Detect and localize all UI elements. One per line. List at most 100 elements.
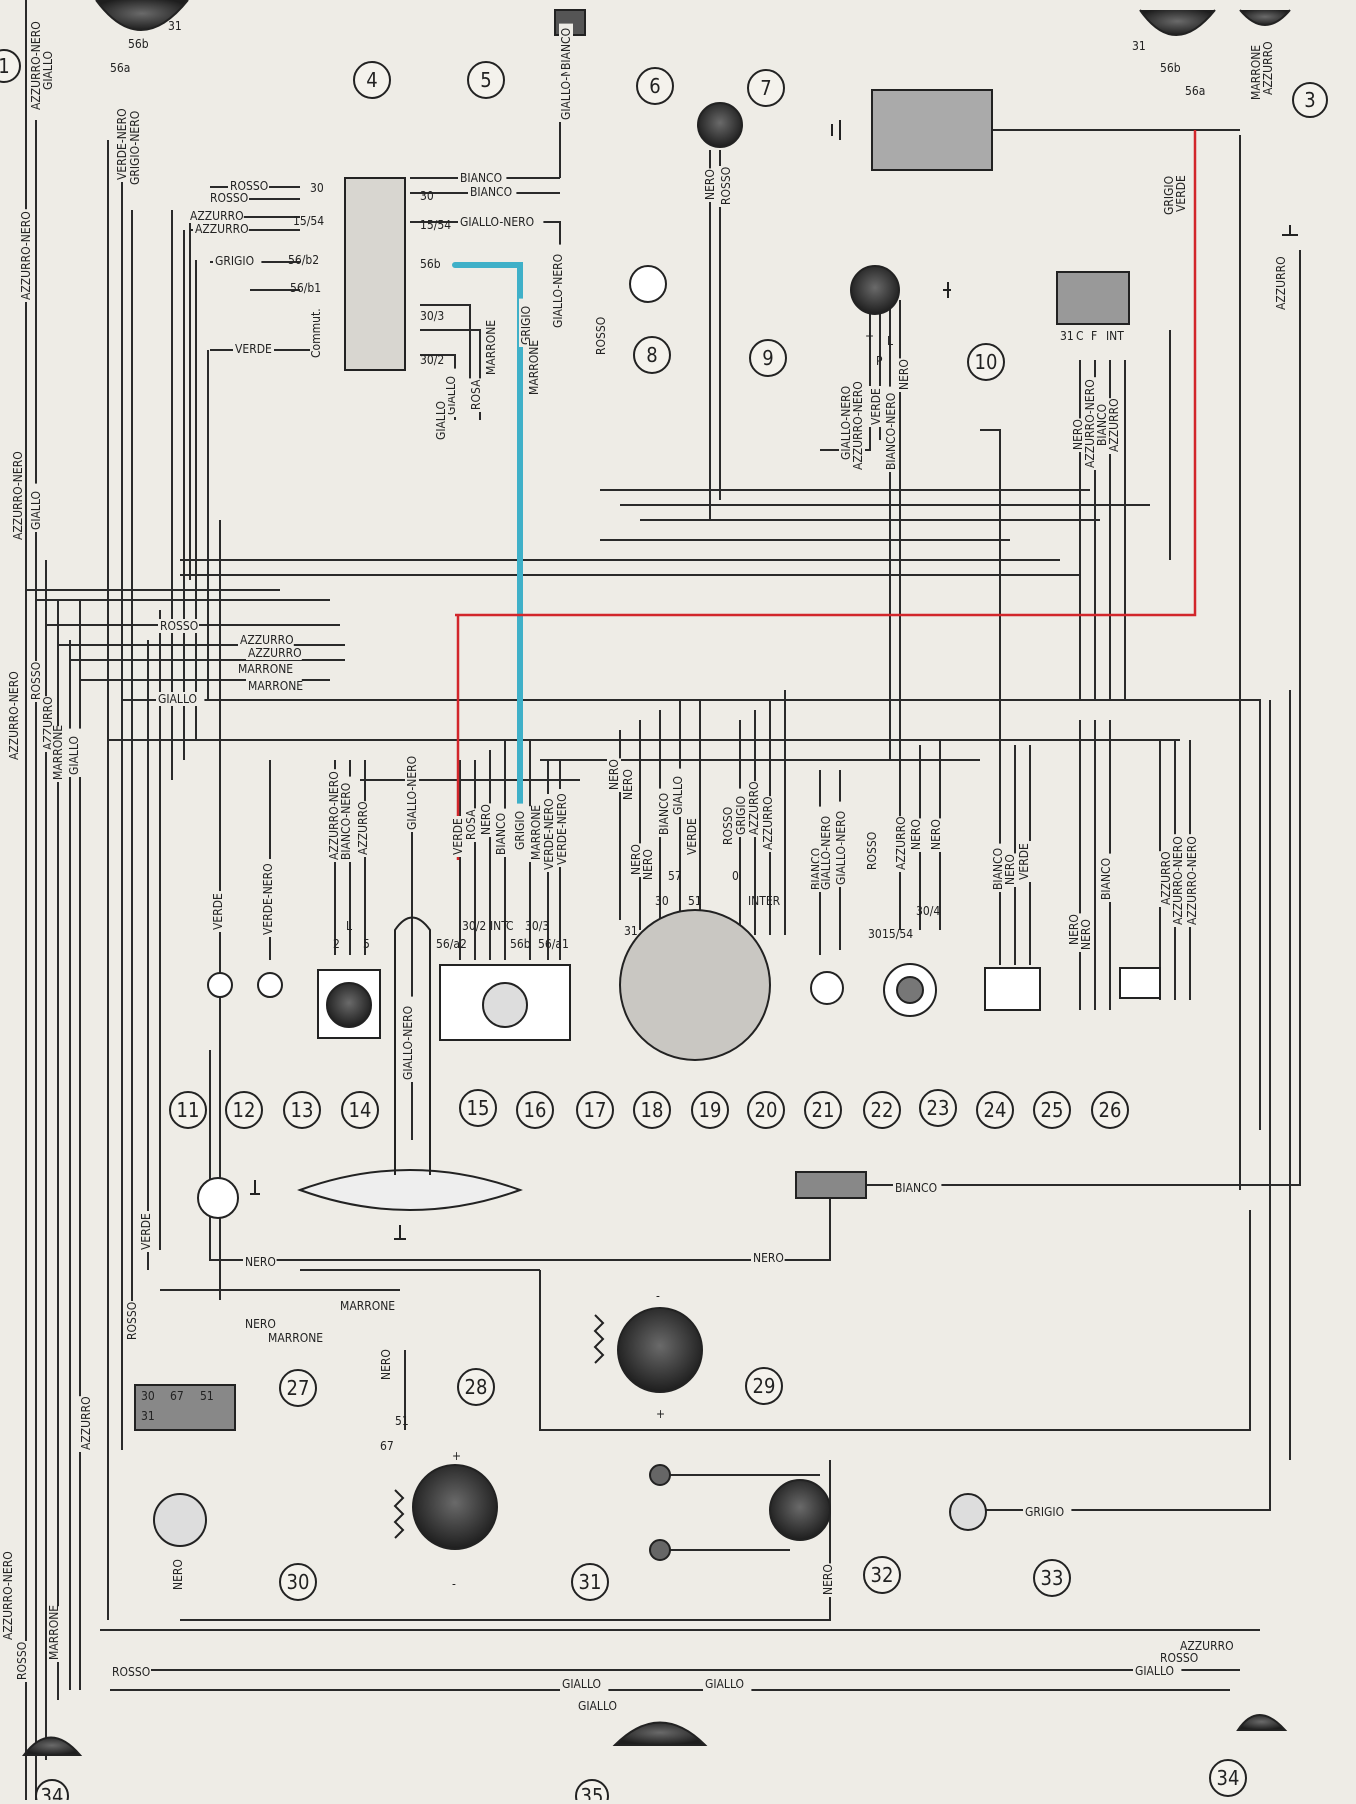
wire-label-bg xyxy=(1158,1651,1199,1665)
wire-label-bg xyxy=(1174,173,1188,214)
wire-label-bg xyxy=(1107,398,1121,454)
wire-label: NERO xyxy=(243,1317,277,1331)
wire-label-text: VERDE xyxy=(211,893,225,930)
callout-c31: 31 xyxy=(571,1563,609,1601)
wire-label-bg xyxy=(29,483,43,532)
wire-label-text: AZZURRO xyxy=(1107,398,1121,452)
callout-circle xyxy=(976,1091,1014,1129)
callout-circle xyxy=(571,1563,609,1601)
wire-label: GRIGIO xyxy=(519,298,533,347)
wire-label-text: GRIGIO xyxy=(519,306,533,345)
callout-number: 34 xyxy=(1217,1766,1240,1790)
wire-label: GIALLO-NERO xyxy=(839,376,853,462)
wire-label-bg xyxy=(747,781,761,837)
callout-c18: 18 xyxy=(633,1091,671,1129)
callout-circle xyxy=(169,1091,207,1129)
wire-label-bg xyxy=(527,341,541,397)
wire-label-text: BIANCO xyxy=(991,848,1005,890)
wire-label-text: ROSSO xyxy=(594,317,608,355)
wire-label-bg xyxy=(211,891,225,932)
wire-label: VERDE-NERO xyxy=(115,104,129,182)
wire-label: GIALLO xyxy=(703,1677,752,1691)
callout-circle xyxy=(341,1091,379,1129)
wire-label-text: AZZURRO-NERO xyxy=(851,381,865,470)
wire-label-text: ROSSO xyxy=(210,191,248,205)
wire-label: GIALLO xyxy=(434,393,448,442)
wire-label: MARRONE xyxy=(51,725,65,782)
wire-label-text: GIALLO xyxy=(705,1677,744,1691)
wire-label-text: AZZURRO xyxy=(1261,41,1275,95)
wire-label-bg xyxy=(641,848,655,882)
starter-29-coil xyxy=(593,1314,605,1364)
callout-circle xyxy=(35,1779,69,1804)
switch-16-dial xyxy=(482,982,528,1028)
callout-circle xyxy=(804,1091,842,1129)
wire-label-bg xyxy=(929,818,943,852)
wire-label-text: GRIGIO-NERO xyxy=(128,111,142,185)
wire-label: ROSSO xyxy=(15,1641,29,1682)
wire-label: AZZURRO xyxy=(747,781,761,837)
callout-circle xyxy=(1209,1759,1247,1797)
wire-label-bg xyxy=(115,104,129,182)
regulator-27-body xyxy=(134,1384,236,1431)
terminal-label: 15/54 xyxy=(420,218,451,232)
wire-label-bg xyxy=(721,806,735,847)
wire-label-text: GIALLO xyxy=(41,51,55,90)
wire-label-text: NERO xyxy=(1003,854,1017,885)
callout-c33: 33 xyxy=(1033,1559,1071,1597)
wire-label: GRIGIO xyxy=(734,788,748,837)
callout-number: 24 xyxy=(984,1098,1007,1122)
sender-31-bottom xyxy=(649,1539,671,1561)
wire-label: AZZURRO xyxy=(238,633,294,647)
gauge-9-body xyxy=(850,265,900,315)
terminal-label: 30/3 xyxy=(525,919,549,933)
wire-label-bg xyxy=(128,101,142,187)
callout-c12: 12 xyxy=(225,1091,263,1129)
wire-label-bg xyxy=(621,768,635,802)
wire-label-bg xyxy=(1023,1505,1072,1519)
terminal-label: 67 xyxy=(170,1389,184,1403)
headlamp-right-top xyxy=(1139,9,1216,36)
callout-c29: 29 xyxy=(745,1367,783,1405)
wire-label-bg xyxy=(629,843,643,877)
wire-label-bg xyxy=(15,1641,29,1682)
callout-circle xyxy=(516,1091,554,1129)
callout-c35: 35 xyxy=(575,1779,609,1804)
wire-label-bg xyxy=(529,806,543,862)
wire-label: AZZURRO xyxy=(761,796,775,852)
wire-label: NERO xyxy=(607,758,621,792)
component-6-bulb xyxy=(697,102,743,148)
wire-label: ROSSO xyxy=(208,191,249,205)
wire-label-bg xyxy=(261,859,275,937)
wire-label-bg xyxy=(479,803,493,837)
terminal-label: 31 xyxy=(624,924,638,938)
callout-circle xyxy=(283,1091,321,1129)
wire-label-bg xyxy=(29,19,43,112)
wire-label-text: AZZURRO xyxy=(356,801,370,855)
wire-label: GRIGIO xyxy=(513,803,527,852)
wire-label-bg xyxy=(560,1677,609,1691)
wire-label-bg xyxy=(405,746,419,832)
terminal-label: 31 xyxy=(168,19,182,33)
wire-label-bg xyxy=(434,393,448,442)
wire-label-bg xyxy=(1159,851,1173,907)
callout-number: 15 xyxy=(467,1096,490,1120)
wire-label: NERO xyxy=(629,843,643,877)
wire-label-text: ROSSO xyxy=(160,619,198,633)
terminal-label: Commut. xyxy=(309,308,323,358)
terminal-label: - xyxy=(656,1289,660,1303)
terminal-label: 0 xyxy=(732,869,739,883)
terminal-label: 31 xyxy=(141,1409,155,1423)
wire-label-text: NERO xyxy=(629,844,643,875)
wire-label: ROSSO xyxy=(29,661,43,702)
wire-label-text: AZZURRO-NERO xyxy=(19,211,33,300)
wire-label-text: ROSSO xyxy=(230,179,268,193)
wire-label-bg xyxy=(734,788,748,837)
cluster-17-21 xyxy=(619,909,771,1061)
wire-label: BIANCO-NERO xyxy=(339,776,353,862)
wire-label: GRIGIO xyxy=(1162,168,1176,217)
wire-label: BIANCO xyxy=(893,1181,942,1195)
wire-label: MARRONE xyxy=(1249,45,1263,102)
wire-label-bg xyxy=(356,801,370,857)
wire-label-text: GRIGIO xyxy=(734,796,748,835)
